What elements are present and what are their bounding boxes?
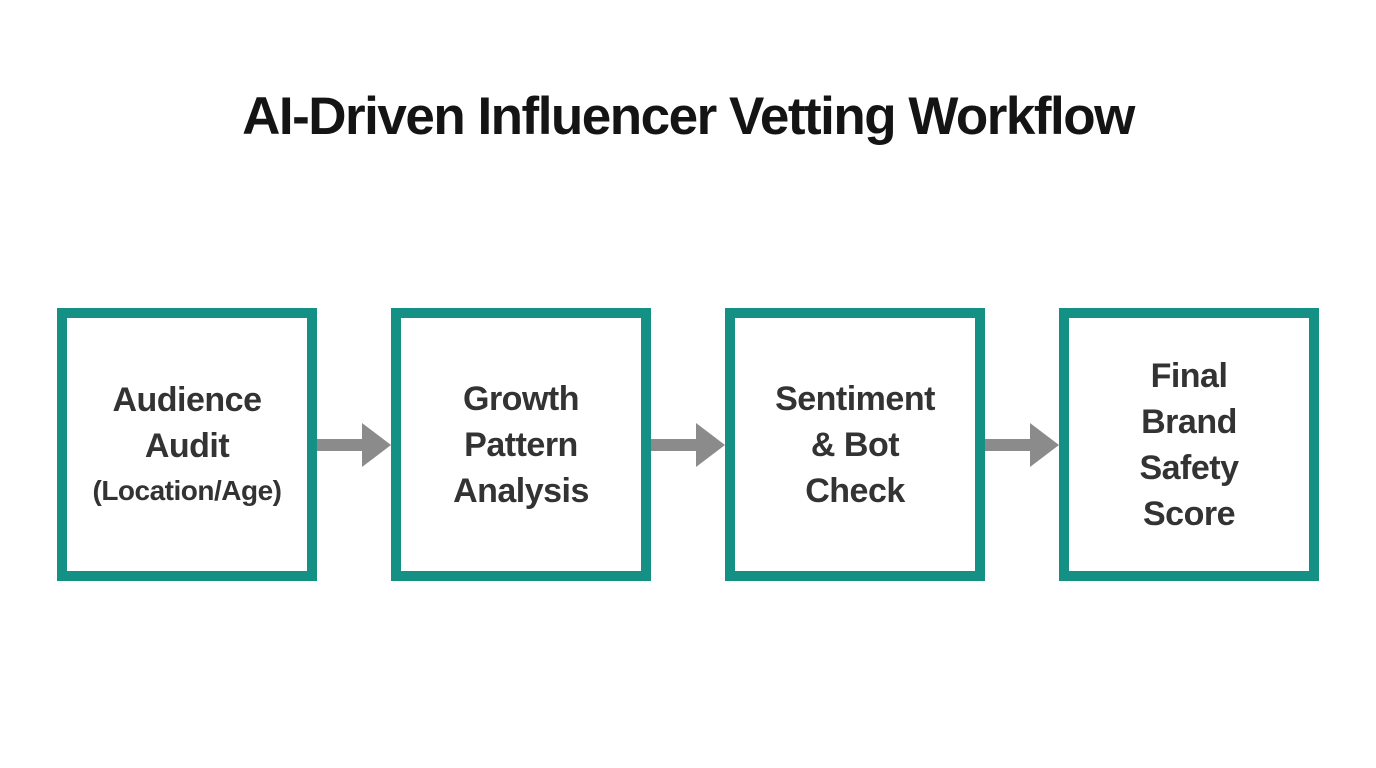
step-box-sentiment-bot-check: Sentiment & Bot Check [725, 308, 985, 581]
step-label-subline: (Location/Age) [92, 474, 283, 506]
step-label-line: Audience [112, 380, 262, 419]
step-label-line: Final [1150, 356, 1228, 395]
step-box-final-brand-safety-score: Final Brand Safety Score [1059, 308, 1319, 581]
workflow-row: Audience Audit (Location/Age) Growth Pat… [57, 308, 1319, 581]
step-label-line: & Bot [810, 425, 900, 464]
arrow-head [362, 422, 391, 467]
arrow-shaft [317, 438, 362, 451]
step-label-line: Audit [144, 426, 230, 465]
step-label-line: Growth [463, 379, 579, 418]
arrow-right-icon [985, 422, 1059, 467]
step-box-growth-pattern-analysis: Growth Pattern Analysis [391, 308, 651, 581]
step-label-line: Analysis [453, 471, 589, 510]
step-label-line: Score [1143, 494, 1236, 533]
step-label-line: Brand [1141, 402, 1237, 441]
arrow-shaft [985, 438, 1030, 451]
arrow-shaft [651, 438, 696, 451]
arrow-head [1030, 422, 1059, 467]
arrow-right-icon [317, 422, 391, 467]
step-label-line: Check [805, 471, 905, 510]
arrow-head [696, 422, 725, 467]
step-box-audience-audit: Audience Audit (Location/Age) [57, 308, 317, 581]
page-title: AI-Driven Influencer Vetting Workflow [242, 87, 1135, 146]
step-label-line: Sentiment [775, 379, 935, 418]
step-label-line: Safety [1139, 448, 1239, 487]
step-label-line: Pattern [464, 425, 578, 464]
arrow-right-icon [651, 422, 725, 467]
